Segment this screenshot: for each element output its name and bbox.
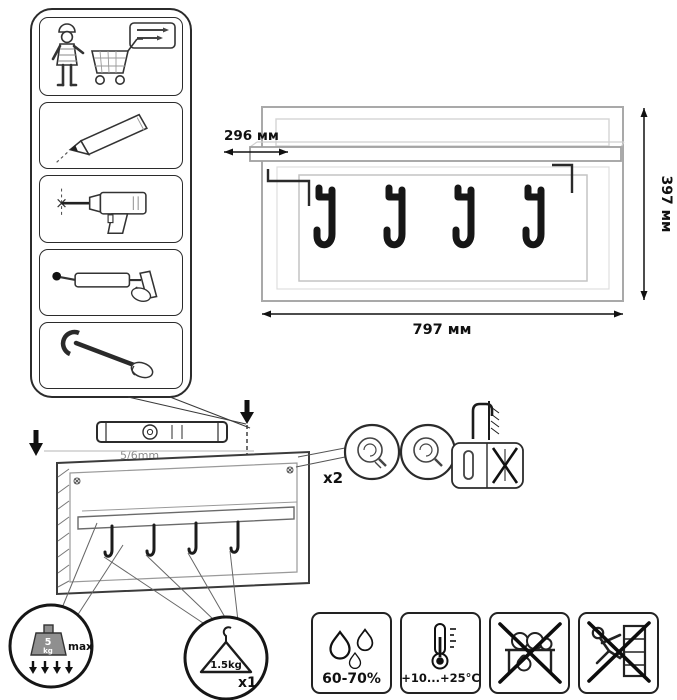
load-direction-arrows — [29, 661, 73, 674]
keyhole-slot-icon — [463, 450, 474, 480]
wall-plug-icon — [357, 437, 443, 469]
weight-icon — [30, 624, 67, 656]
drill-icon — [57, 188, 147, 234]
tool-step-tighten — [39, 321, 183, 389]
no-screw-icon — [491, 447, 519, 484]
prohibition-cross-icon — [497, 621, 562, 684]
mini-shelf — [77, 506, 295, 530]
mini-hooks — [103, 520, 240, 558]
dimension-depth: 296 мм — [224, 128, 288, 156]
product-illustration: 296 мм 397 мм 797 мм — [224, 106, 674, 338]
total-load-value: 5 — [45, 637, 52, 648]
max-load-badge: 5 kg max — [8, 603, 94, 689]
shelf — [249, 146, 622, 162]
per-hook-load-value: 1.5kg — [210, 660, 242, 671]
tool-step-drill — [39, 175, 183, 243]
sealant-gun-icon — [52, 270, 158, 303]
dimension-height: 397 мм — [640, 108, 674, 300]
hanger-icon — [199, 626, 253, 674]
no-heavy-items-badge — [489, 612, 570, 694]
depth-dimension-label: 296 мм — [224, 128, 279, 144]
person-cart-icon — [51, 21, 176, 86]
no-climbing-icon — [586, 620, 651, 683]
tool-step-mark — [39, 102, 183, 170]
total-load-qualifier: max — [68, 641, 93, 653]
pencil-icon — [55, 113, 148, 164]
mounting-screw-marks — [73, 466, 294, 485]
tool-step-unpack — [39, 17, 183, 96]
fastener-options-panel — [451, 442, 524, 489]
water-drops-icon — [328, 627, 373, 669]
wrench-icon — [60, 330, 154, 379]
no-heavy-items-icon — [497, 621, 562, 684]
humidity-badge: 60-70% — [311, 612, 392, 694]
installation-diagram: 5/6mm — [8, 396, 524, 700]
tool-step-glue — [39, 248, 183, 316]
height-dimension-label: 397 мм — [658, 176, 674, 233]
back-panel — [261, 106, 624, 302]
width-dimension-label: 797 мм — [412, 322, 471, 338]
wall-plug-count-label: x2 — [323, 469, 343, 487]
right-end-rail — [552, 163, 574, 193]
wall-rack-mounting — [56, 450, 310, 596]
total-load-unit: kg — [43, 647, 53, 655]
press-arrow-top — [240, 400, 254, 424]
per-hook-load-badge: 1.5kg x1 — [183, 615, 269, 700]
hang-bracket-icon — [471, 401, 500, 440]
temperature-badge: +10...+25°C — [400, 612, 481, 694]
coat-hooks — [313, 184, 545, 249]
no-climbing-badge — [578, 612, 659, 694]
load-leader-lines — [61, 522, 239, 626]
per-hook-count-label: x1 — [238, 675, 257, 691]
wall-plug-detail — [343, 423, 457, 481]
left-end-rail — [266, 169, 311, 206]
dimension-width: 797 мм — [262, 310, 623, 338]
temperature-value: +10...+25°C — [401, 670, 480, 685]
required-tools-panel — [30, 8, 192, 398]
thermometer-icon — [431, 622, 456, 670]
spirit-level-icon — [96, 421, 228, 443]
press-arrow-left — [29, 430, 43, 456]
humidity-value: 60-70% — [322, 670, 381, 687]
prohibition-cross-icon — [586, 620, 651, 683]
